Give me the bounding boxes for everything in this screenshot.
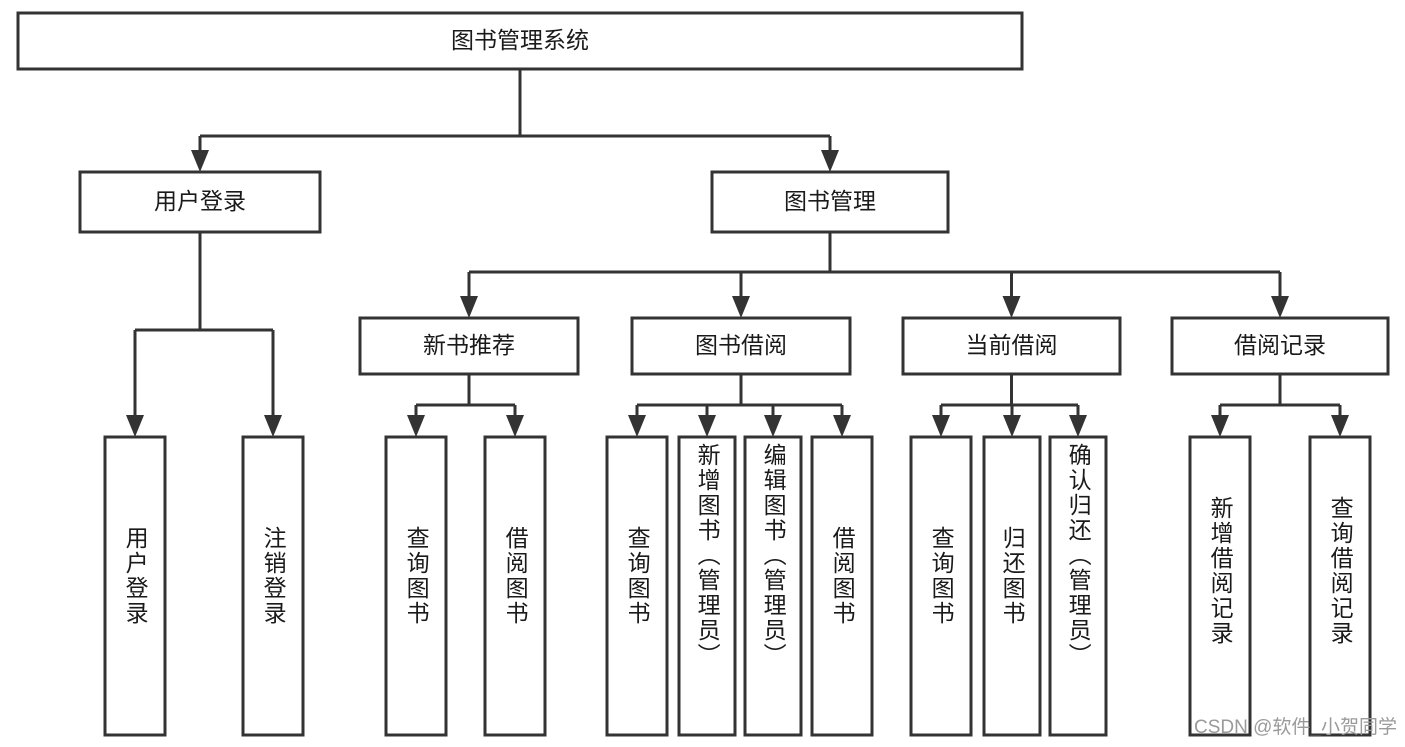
node-book-management-label: 图书管理 bbox=[784, 188, 876, 214]
node-user-login-label: 用户登录 bbox=[154, 188, 246, 214]
arrow-head-icon-leaf-borrow-book-rec bbox=[506, 415, 524, 437]
node-leaf-add-borrow-record[interactable] bbox=[1188, 435, 1252, 737]
node-new-book-recommend-label: 新书推荐 bbox=[423, 332, 515, 358]
arrow-head-icon-leaf-query-borrow-record bbox=[1331, 415, 1349, 437]
node-leaf-query-book-cur[interactable] bbox=[909, 435, 973, 737]
arrow-head-icon-leaf-borrow-book-bor bbox=[833, 415, 851, 437]
node-book-borrow[interactable] bbox=[630, 316, 852, 376]
arrow-head-icon-leaf-add-book-admin bbox=[698, 415, 716, 437]
node-leaf-edit-book-admin[interactable] bbox=[743, 435, 803, 737]
node-leaf-confirm-return-admin[interactable] bbox=[1048, 435, 1108, 737]
arrow-head-icon-leaf-query-book-cur bbox=[932, 415, 950, 437]
node-root-label: 图书管理系统 bbox=[451, 27, 589, 53]
arrow-head-icon-leaf-logout-login bbox=[264, 415, 282, 437]
arrow-head-icon-leaf-confirm-return-admin bbox=[1069, 415, 1087, 437]
arrow-head-icon-leaf-return-book bbox=[1003, 415, 1021, 437]
node-borrow-record-label: 借阅记录 bbox=[1234, 332, 1326, 358]
node-book-borrow-label: 图书借阅 bbox=[695, 332, 787, 358]
node-leaf-user-login[interactable] bbox=[103, 435, 167, 737]
node-leaf-query-borrow-record[interactable] bbox=[1308, 435, 1372, 737]
arrow-head-icon-leaf-query-book-rec bbox=[407, 415, 425, 437]
arrow-head-icon-level3-0 bbox=[460, 296, 478, 318]
arrow-head-icon-level2-0 bbox=[191, 150, 209, 172]
arrow-head-icon-leaf-add-borrow-record bbox=[1211, 415, 1229, 437]
connector-layer bbox=[126, 69, 1349, 437]
arrow-head-icon-leaf-edit-book-admin bbox=[764, 415, 782, 437]
node-borrow-record[interactable] bbox=[1170, 316, 1390, 376]
node-user-login[interactable] bbox=[78, 170, 322, 234]
node-leaf-query-book-rec[interactable] bbox=[384, 435, 448, 737]
node-current-borrow-label: 当前借阅 bbox=[966, 332, 1058, 358]
node-leaf-logout-login[interactable] bbox=[241, 435, 305, 737]
arrow-head-icon-level3-2 bbox=[1002, 296, 1021, 318]
arrow-head-icon-level3-3 bbox=[1271, 296, 1289, 318]
node-new-book-recommend[interactable] bbox=[358, 316, 580, 376]
node-current-borrow[interactable] bbox=[901, 316, 1122, 376]
node-leaf-borrow-book-bor[interactable] bbox=[810, 435, 874, 737]
arrow-head-icon-leaf-query-book-bor bbox=[628, 415, 646, 437]
arrow-head-icon-level2-1 bbox=[821, 150, 839, 172]
arrow-head-icon-level3-1 bbox=[732, 296, 750, 318]
node-leaf-return-book[interactable] bbox=[982, 435, 1042, 737]
node-leaf-borrow-book-rec[interactable] bbox=[483, 435, 547, 737]
watermark-text: CSDN @软件_小贺同学 bbox=[1194, 717, 1397, 738]
node-leaf-add-book-admin[interactable] bbox=[677, 435, 737, 737]
node-root[interactable] bbox=[16, 11, 1024, 71]
node-leaf-query-book-bor[interactable] bbox=[605, 435, 669, 737]
arrow-head-icon-leaf-user-login bbox=[126, 415, 144, 437]
node-book-management[interactable] bbox=[710, 170, 950, 234]
